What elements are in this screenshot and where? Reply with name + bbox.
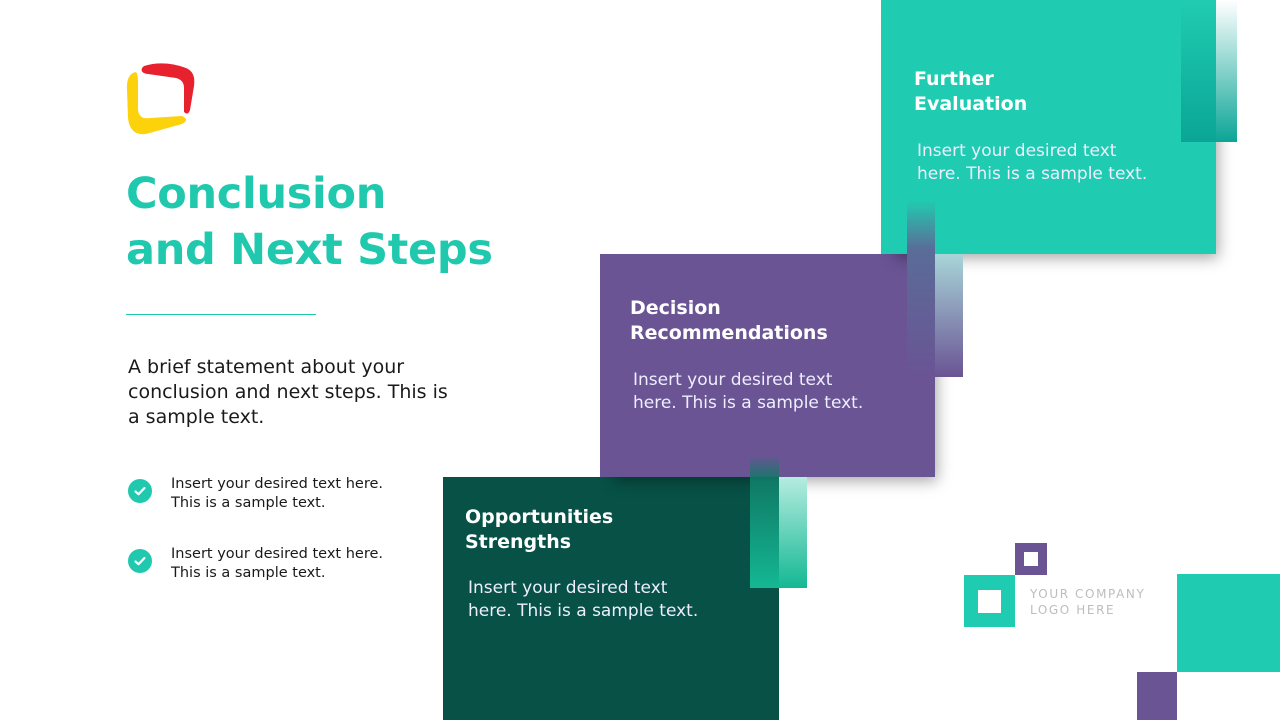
accent-strip xyxy=(750,455,779,588)
card-body: Insert your desired text here. This is a… xyxy=(468,578,699,621)
card-body: Insert your desired text here. This is a… xyxy=(917,141,1148,184)
accent-strip xyxy=(1181,0,1216,142)
card-opportunities-strengths: Opportunities Strengths Insert your desi… xyxy=(443,477,779,720)
card-title: Opportunities Strengths xyxy=(465,506,614,553)
bullet-text: Insert your desired text here. This is a… xyxy=(171,476,384,511)
bullet-item: Insert your desired text here. This is a… xyxy=(128,475,383,513)
card-title: Further Evaluation xyxy=(914,68,1028,115)
conclusion-statement: A brief statement about your conclusion … xyxy=(128,356,448,428)
accent-strip xyxy=(1216,0,1237,142)
brand-logo-icon xyxy=(124,60,196,138)
card-further-evaluation: Further Evaluation Insert your desired t… xyxy=(881,0,1216,254)
decorative-purple-block xyxy=(1137,672,1177,720)
decorative-teal-block xyxy=(1177,574,1280,672)
slide-title: Conclusion and Next Steps xyxy=(126,169,493,275)
card-body: Insert your desired text here. This is a… xyxy=(633,370,864,413)
check-circle-icon xyxy=(128,549,152,573)
bullet-text: Insert your desired text here. This is a… xyxy=(171,546,384,581)
company-logo-text: YOUR COMPANY LOGO HERE xyxy=(1030,587,1146,617)
accent-strip xyxy=(907,200,935,377)
title-divider xyxy=(126,314,316,315)
check-circle-icon xyxy=(128,479,152,503)
card-decision-recommendations: Decision Recommendations Insert your des… xyxy=(600,254,935,477)
card-title: Decision Recommendations xyxy=(630,297,828,344)
company-logo-large-square-icon xyxy=(964,575,1015,627)
accent-strip xyxy=(779,477,807,588)
accent-strip xyxy=(935,254,963,377)
company-logo-small-square-icon xyxy=(1015,543,1047,575)
bullet-item: Insert your desired text here. This is a… xyxy=(128,545,383,583)
